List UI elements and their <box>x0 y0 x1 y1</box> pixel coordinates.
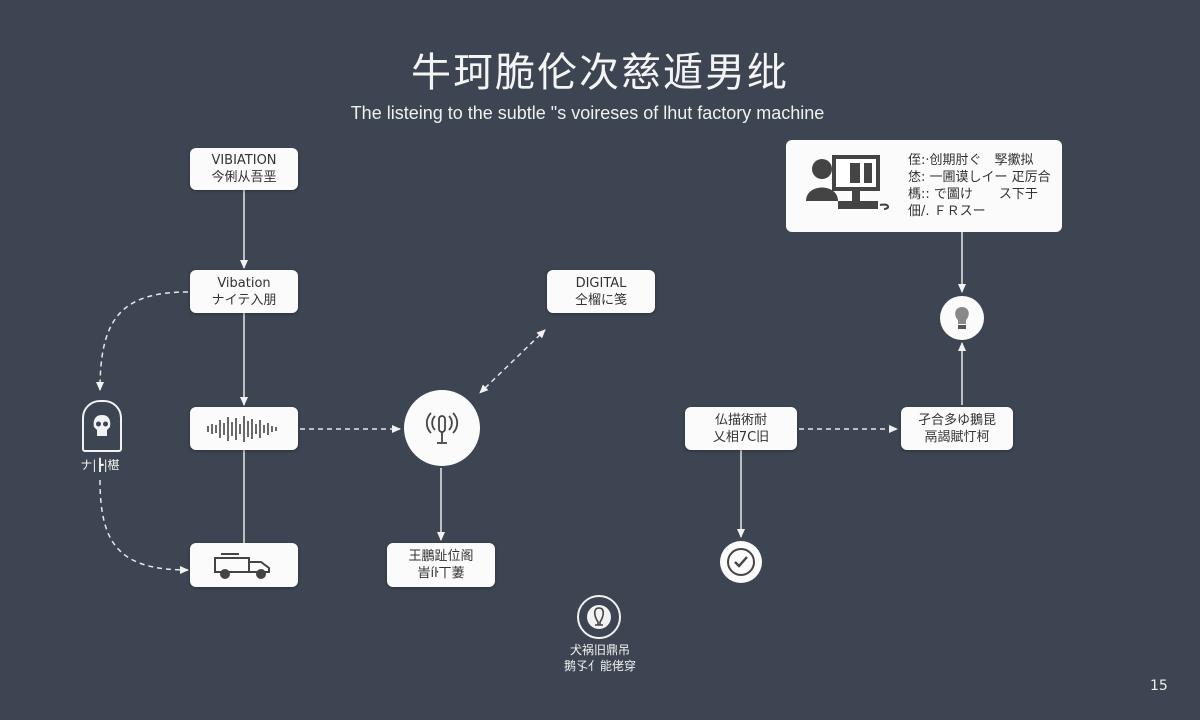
waveform-node[interactable] <box>190 407 298 450</box>
node-line1: VIBIATION <box>211 153 277 168</box>
node-line1: 孑合多ゆ鵝昆 <box>917 412 996 428</box>
node-line2: 乂相7C旧 <box>712 429 770 445</box>
skull-icon <box>82 400 122 452</box>
card-line: 侄:·创期肘ぐ 孯擹拟 <box>908 153 1034 168</box>
sensor-output-node[interactable]: 王鵬趾位阁 旹íŀ丅萋 <box>387 543 495 587</box>
check-icon <box>727 548 755 576</box>
node-line1: DIGITAL <box>575 275 627 291</box>
page-subtitle: The listeing to the subtle "s voireses o… <box>350 103 825 123</box>
node-line1: 王鵬趾位阁 <box>408 549 474 564</box>
truck-icon <box>214 553 270 579</box>
page-number: 15 <box>1150 678 1168 694</box>
bottom-icon <box>577 595 621 639</box>
left-process-node[interactable]: 仏描術耐 乂相7C旧 <box>685 407 797 450</box>
node-line1: Vibation <box>217 275 271 291</box>
wireless-sensor-icon <box>425 412 459 444</box>
node-line2: 今俐从吾垩 <box>211 170 277 185</box>
dashed-vibration-to-skull <box>96 291 189 391</box>
sensor-node[interactable] <box>404 390 480 466</box>
waveform-icon <box>207 415 277 442</box>
dashed-skull-to-truck <box>99 479 189 574</box>
digital-node[interactable]: DIGITAL 仝榴に笺 <box>547 270 655 313</box>
node-line2: 旹íŀ丅萋 <box>417 566 465 581</box>
card-text: 侄:·创期肘ぐ 孯擹拟 恷: 一圃谟しイー 疋厉合 榪:: で圖け ス下于 佃/… <box>908 152 1051 220</box>
truck-node[interactable] <box>190 543 298 587</box>
node-line1: 仏描術耐 <box>714 412 767 428</box>
card-line: 恷: 一圃谟しイー 疋厉合 <box>908 170 1051 185</box>
dashed-sensor-digital <box>479 329 546 394</box>
lightbulb-icon <box>955 307 969 329</box>
vibration-node[interactable]: Vibation ナイテ入朋 <box>190 270 298 313</box>
skull-label: ナ|┣|椹 <box>80 458 120 472</box>
card-line: 榪:: で圖け ス下于 <box>908 187 1038 202</box>
card-line: 佃/. ＦＲスー <box>908 204 986 219</box>
page-title: 牛珂脆伦次慈遁男纰 <box>411 50 789 96</box>
node-line2: 鬲謁賦忊柯 <box>924 429 990 445</box>
check-node[interactable] <box>720 541 762 583</box>
right-process-node[interactable]: 孑合多ゆ鵝昆 鬲謁賦忊柯 <box>901 407 1013 450</box>
bottom-label-line2: 鹅孓亻能佬穿 <box>563 659 636 673</box>
node-line2: 仝榴に笺 <box>574 292 627 308</box>
operator-computer-icon <box>806 155 890 210</box>
operator-card[interactable]: 侄:·创期肘ぐ 孯擹拟 恷: 一圃谟しイー 疋厉合 榪:: で圖け ス下于 佃/… <box>786 140 1062 232</box>
bottom-label-line1: 犬祸旧鼎吊 <box>569 643 630 657</box>
vibration-top-node[interactable]: VIBIATION 今俐从吾垩 <box>190 148 298 190</box>
node-line2: ナイテ入朋 <box>211 292 277 308</box>
bulb-node[interactable] <box>940 296 984 340</box>
